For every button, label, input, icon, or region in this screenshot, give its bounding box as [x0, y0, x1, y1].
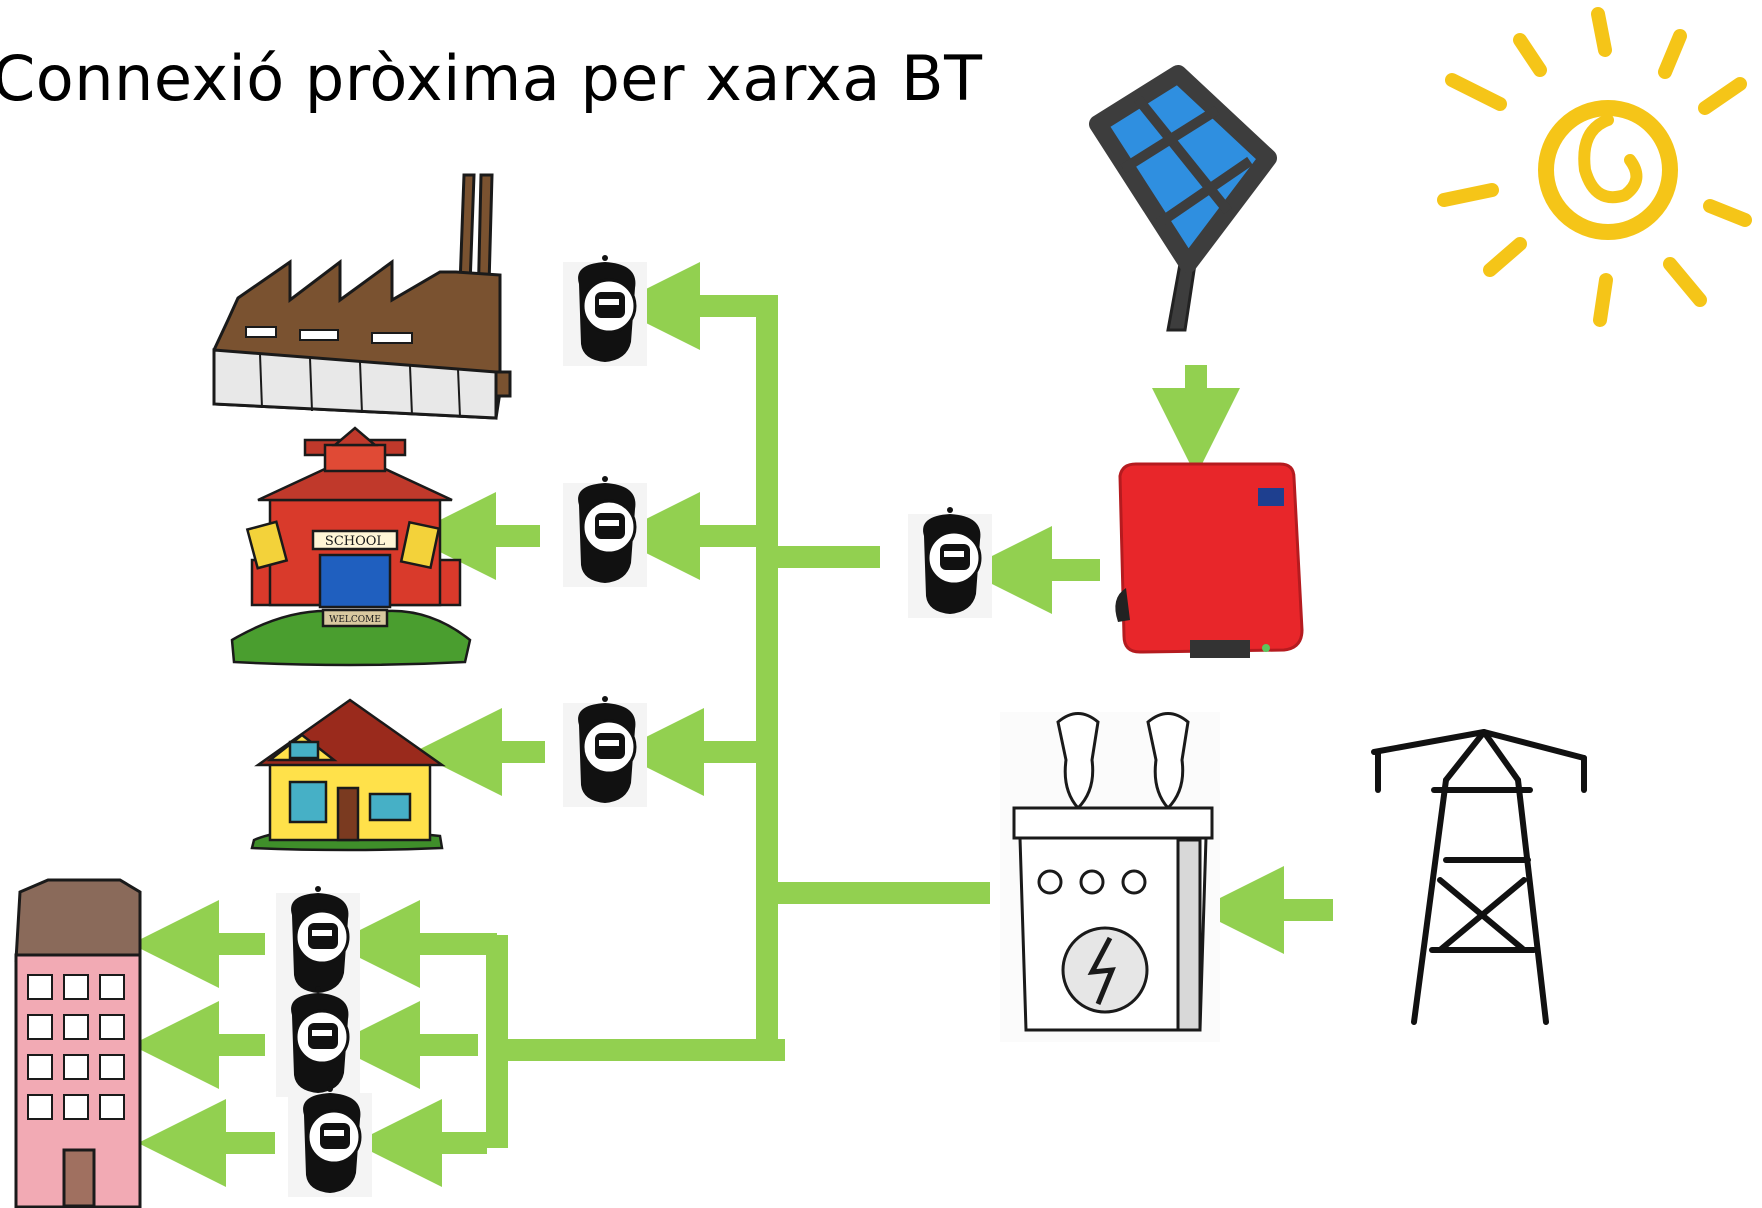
flow-arrows [131, 262, 1333, 1187]
school-icon: SCHOOL WELCOME [230, 426, 472, 667]
school-mat: WELCOME [329, 615, 381, 625]
school-meter-icon [561, 474, 649, 589]
solar-panel-icon [1089, 65, 1277, 332]
house-meter-icon [561, 694, 649, 809]
sun-icon [1437, 7, 1752, 327]
power-pylon-icon [1371, 729, 1587, 1025]
house-icon [250, 698, 446, 852]
factory-meter-icon [561, 253, 649, 368]
apartment-meter-1-icon [274, 884, 362, 999]
pv-meter-icon [906, 505, 994, 620]
transformer-icon [1000, 712, 1220, 1042]
apartment-building-icon [14, 878, 142, 1208]
bus-lines [470, 295, 990, 1148]
page-title: Connexió pròxima per xarxa BT [0, 42, 983, 115]
school-sign: SCHOOL [325, 534, 386, 549]
apartment-meter-3-icon [286, 1084, 374, 1199]
inverter-icon [1115, 462, 1304, 658]
factory-icon [212, 173, 512, 420]
apartment-meter-2-icon [274, 984, 362, 1099]
